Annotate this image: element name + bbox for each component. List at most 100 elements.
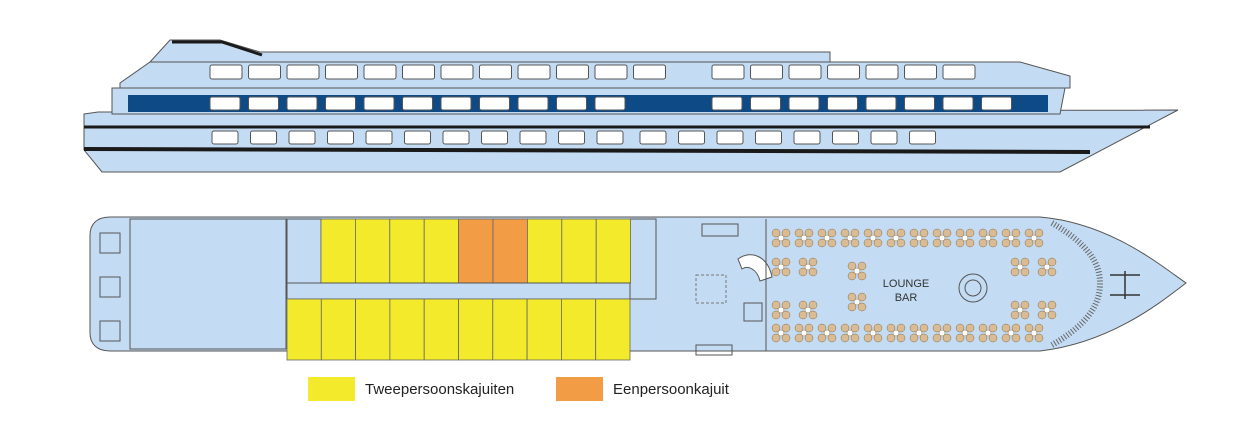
sun-deck (148, 39, 831, 63)
lower-window (404, 130, 431, 145)
cabin-bottom-10 (595, 298, 631, 361)
lounge-table (794, 323, 814, 343)
legend-two-person: Tweepersoonskajuiten (308, 377, 514, 401)
lounge-table (840, 323, 860, 343)
upper-window (711, 64, 745, 80)
lounge-table (1024, 228, 1044, 248)
cabin-top-8 (561, 218, 597, 284)
lounge-table (955, 323, 975, 343)
upper-window (750, 64, 783, 80)
middle-window (517, 96, 549, 111)
lounge-table (1010, 300, 1030, 320)
cabin-bottom-2 (320, 298, 356, 361)
upper-window (363, 64, 397, 80)
elevator-shaft (695, 274, 727, 304)
lounge-table (817, 228, 837, 248)
upper-window (827, 64, 860, 80)
middle-window (479, 96, 510, 111)
lounge-table (771, 323, 791, 343)
middle-window (750, 96, 781, 111)
upper-window (402, 64, 435, 80)
middle-window (942, 96, 974, 111)
spiral-stair (737, 254, 773, 282)
sun-deck-railing (172, 40, 263, 57)
stern-area (129, 218, 287, 350)
lower-window (519, 130, 547, 145)
cabin-top-6 (492, 218, 528, 284)
middle-window (711, 96, 743, 111)
lower-window (793, 130, 821, 145)
lounge-table (932, 228, 952, 248)
lounge-table (863, 228, 883, 248)
middle-window (594, 96, 626, 111)
cabin-top-7 (527, 218, 563, 284)
elevator (743, 302, 763, 322)
upper-window (633, 64, 666, 80)
middle-window (981, 96, 1012, 111)
lounge-table (1037, 300, 1057, 320)
lower-window (755, 130, 782, 145)
stern-bollard-1 (99, 232, 121, 254)
legend-label-one-person: Eenpersoonkajuit (613, 380, 729, 398)
lounge-table (847, 292, 867, 312)
lounge-table (1001, 228, 1021, 248)
middle-window (440, 96, 472, 111)
lounge-table (978, 323, 998, 343)
upper-window (942, 64, 976, 80)
middle-window (827, 96, 858, 111)
legend-swatch-two-person (308, 377, 355, 401)
upper-window (209, 64, 243, 80)
legend-label-two-person: Tweepersoonskajuiten (365, 380, 515, 398)
lower-window (442, 130, 470, 145)
cabin-top-1 (320, 218, 356, 284)
middle-window (788, 96, 820, 111)
lower-window (832, 130, 859, 145)
dance-floor-inner (964, 279, 982, 297)
lounge-label-line1: LOUNGE (883, 278, 929, 290)
middle-window (402, 96, 433, 111)
lounge-table (909, 323, 929, 343)
lounge-table (886, 323, 906, 343)
lounge-table (840, 228, 860, 248)
middle-window (556, 96, 587, 111)
lounge-table (955, 228, 975, 248)
lounge-table (771, 228, 791, 248)
lower-window (365, 130, 393, 145)
cabin-bottom-8 (526, 298, 562, 361)
middle-window (286, 96, 318, 111)
corridor (286, 282, 631, 300)
upper-window (594, 64, 628, 80)
cabin-bottom-3 (355, 298, 391, 361)
lower-window (639, 130, 667, 145)
stern-bollard-3 (99, 320, 121, 342)
ship-side-view (83, 39, 1179, 173)
stairs-bottom (695, 344, 733, 356)
lower-window (596, 130, 624, 145)
lounge-table (863, 323, 883, 343)
upper-window (904, 64, 937, 80)
lounge-table (798, 257, 818, 277)
lounge-table (1037, 257, 1057, 277)
cabin-top-2 (354, 218, 391, 284)
cabin-top-4 (423, 218, 460, 284)
lounge-table (794, 228, 814, 248)
cabin-bottom-9 (561, 298, 597, 361)
lower-window (250, 130, 277, 145)
cabin-bottom-5 (423, 298, 459, 361)
lower-window (481, 130, 508, 145)
upper-window (479, 64, 512, 80)
stair-block (629, 218, 657, 300)
lounge-label-line2: BAR (895, 292, 918, 304)
upper-window (517, 64, 551, 80)
lounge-table (978, 228, 998, 248)
cabin-bottom-7 (492, 298, 528, 361)
upper-window (440, 64, 474, 80)
upper-window (325, 64, 358, 80)
lower-window (678, 130, 705, 145)
lounge-table (909, 228, 929, 248)
lounge-table (771, 300, 791, 320)
lower-window (288, 130, 316, 145)
upper-window (248, 64, 281, 80)
lower-window (558, 130, 585, 145)
lower-window (716, 130, 744, 145)
